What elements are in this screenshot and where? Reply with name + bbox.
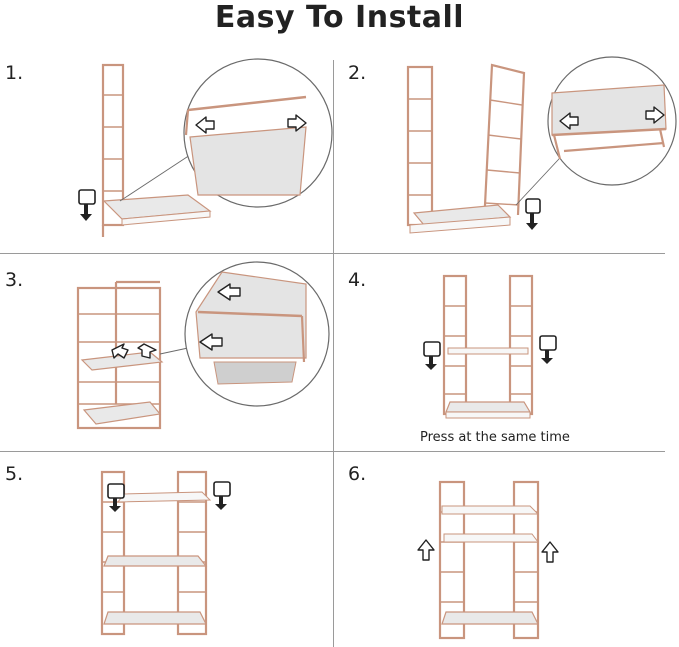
press-hand-icon bbox=[78, 189, 96, 221]
step-2-illustration bbox=[406, 56, 677, 234]
top-shelf bbox=[441, 505, 540, 515]
row-divider-1 bbox=[0, 253, 665, 254]
bottom-shelf bbox=[103, 611, 207, 625]
bottom-shelf bbox=[441, 611, 539, 625]
step-1-number: 1. bbox=[5, 62, 24, 84]
zoom-leader bbox=[159, 347, 189, 355]
middle-shelf bbox=[447, 347, 529, 355]
step-3-illustration bbox=[76, 261, 330, 430]
hollow-arrow-icon bbox=[111, 343, 129, 359]
step-5-number: 5. bbox=[5, 463, 24, 485]
column-divider bbox=[333, 60, 334, 647]
shelf-frame bbox=[76, 280, 162, 430]
step-1-illustration bbox=[78, 58, 333, 237]
middle-shelf bbox=[103, 555, 208, 567]
step-4-illustration bbox=[423, 274, 557, 419]
hollow-arrow-icon bbox=[195, 116, 215, 134]
step-5-illustration bbox=[100, 470, 231, 636]
side-frame bbox=[101, 63, 125, 237]
right-frame bbox=[482, 63, 526, 226]
page-title: Easy To Install bbox=[214, 0, 465, 35]
left-frame bbox=[406, 65, 434, 227]
middle-shelf bbox=[443, 533, 539, 543]
bottom-shelf bbox=[445, 401, 532, 413]
bottom-shelf bbox=[82, 401, 162, 425]
right-frame bbox=[508, 274, 534, 416]
hollow-arrow-icon bbox=[645, 106, 665, 124]
step-4-caption: Press at the same time bbox=[420, 430, 570, 445]
magnifier-lens-icon bbox=[183, 58, 333, 208]
bottom-shelf-edge bbox=[409, 216, 511, 234]
step-6-illustration bbox=[417, 480, 559, 640]
up-arrow-icon bbox=[417, 539, 435, 561]
hollow-arrow-icon bbox=[559, 112, 579, 130]
press-hand-icon bbox=[539, 335, 557, 364]
magnifier-lens-icon bbox=[184, 261, 330, 407]
zoom-leader bbox=[119, 154, 191, 202]
hollow-arrow-icon bbox=[137, 343, 157, 359]
hollow-arrow-icon bbox=[287, 114, 307, 132]
left-frame bbox=[442, 274, 468, 416]
press-hand-icon bbox=[213, 481, 231, 510]
hollow-arrow-icon bbox=[217, 283, 241, 301]
row-divider-2 bbox=[0, 451, 665, 452]
step-4-number: 4. bbox=[348, 269, 367, 291]
top-shelf bbox=[116, 491, 212, 503]
magnifier-lens-icon bbox=[547, 56, 677, 186]
step-6-number: 6. bbox=[348, 463, 367, 485]
bottom-shelf-edge bbox=[445, 411, 531, 419]
hollow-arrow-icon bbox=[199, 333, 223, 351]
press-hand-icon bbox=[107, 483, 125, 512]
press-hand-icon bbox=[525, 198, 541, 230]
press-hand-icon bbox=[423, 341, 441, 370]
step-2-number: 2. bbox=[348, 62, 367, 84]
up-arrow-icon bbox=[541, 541, 559, 563]
step-3-number: 3. bbox=[5, 269, 24, 291]
bottom-shelf-edge bbox=[121, 210, 211, 226]
